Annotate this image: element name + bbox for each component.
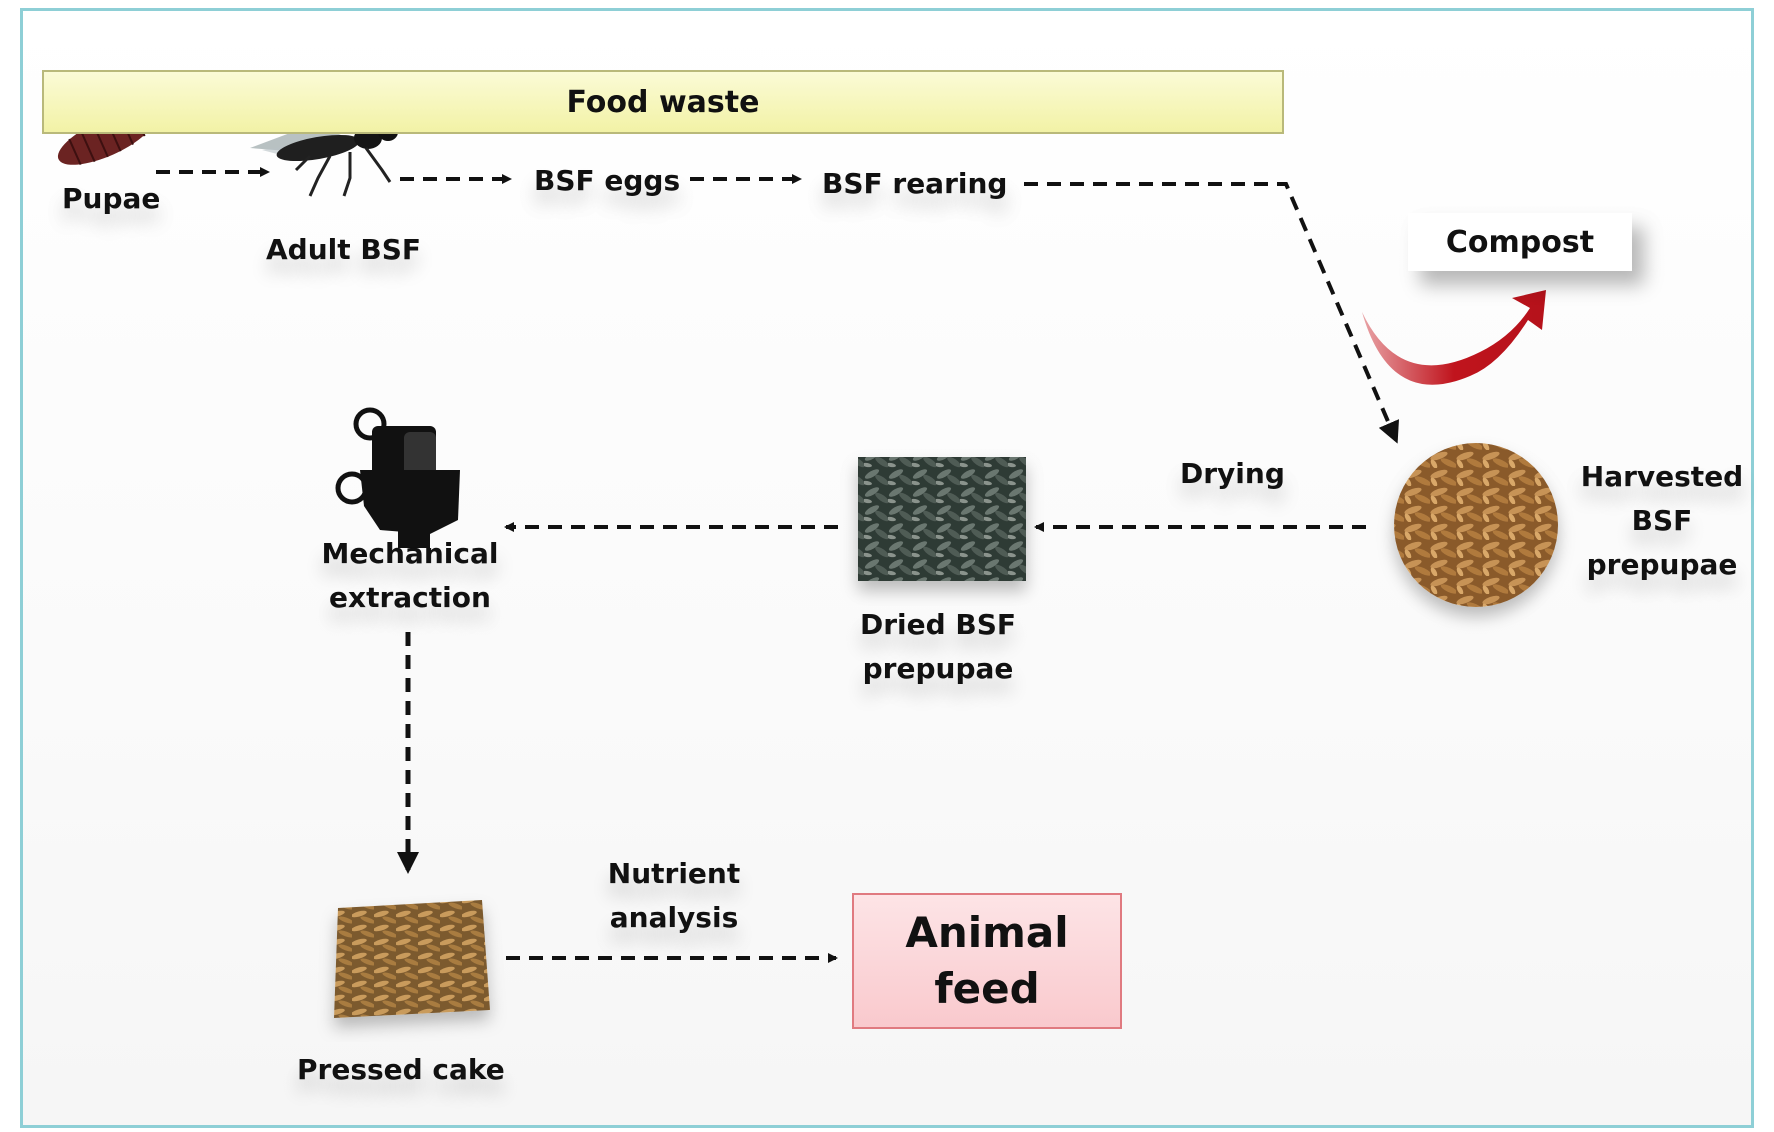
drying-label: Drying	[1180, 457, 1285, 490]
harvested-prepupae-label: Harvested BSF prepupae	[1580, 460, 1744, 581]
nutrient-analysis-label: Nutrient analysis	[607, 857, 741, 934]
food-waste-label: Food waste	[566, 84, 760, 120]
bsf-eggs-label: BSF eggs	[534, 164, 681, 197]
adult-bsf-label: Adult BSF	[266, 233, 422, 266]
pressed-cake-image	[334, 900, 490, 1018]
dried-prepupae-image	[858, 457, 1026, 581]
food-waste-bar: Food waste	[42, 70, 1284, 134]
arrow-rearing-to-harvested	[1024, 182, 1400, 444]
extraction-machine-icon	[335, 407, 460, 548]
pupae-label: Pupae	[62, 182, 161, 215]
animal-feed-box: Animal feed	[852, 893, 1122, 1029]
compost-arrow-icon	[1362, 290, 1546, 385]
dried-prepupae-label: Dried BSF prepupae	[859, 608, 1017, 685]
pressed-cake-label: Pressed cake	[297, 1053, 505, 1086]
compost-label: Compost	[1445, 224, 1595, 260]
compost-box: Compost	[1408, 213, 1632, 271]
harvested-prepupae-image	[1394, 443, 1558, 607]
animal-feed-label: Animal feed	[905, 908, 1069, 1013]
bsf-rearing-label: BSF rearing	[822, 167, 1008, 200]
mechanical-extraction-label: Mechanical extraction	[321, 537, 499, 614]
